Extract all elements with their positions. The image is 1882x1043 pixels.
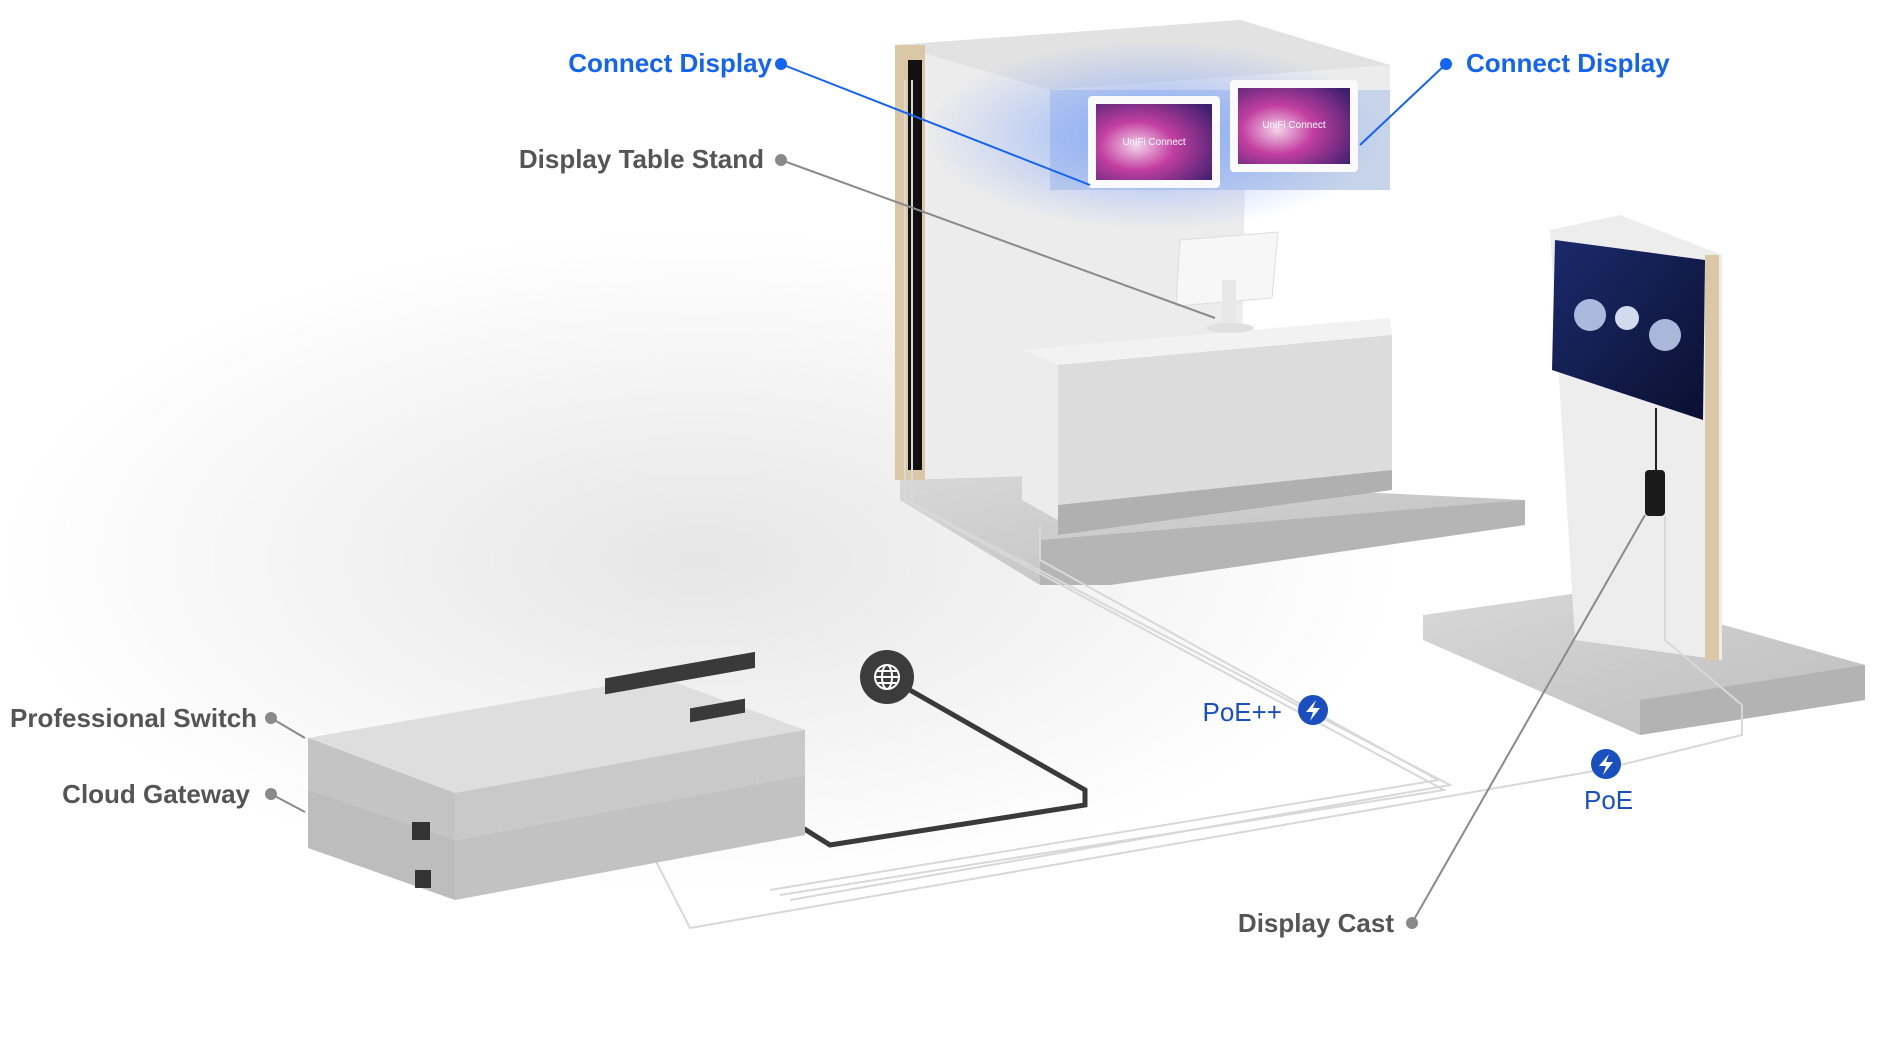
professional-switch-label: Professional Switch (10, 703, 258, 733)
professional-switch-device (455, 730, 805, 840)
display-table-stand-label: Display Table Stand (518, 144, 764, 174)
connect-display-left-label: Connect Display (568, 48, 772, 78)
display-cast-device (1645, 470, 1665, 516)
connect-display-right-label: Connect Display (1466, 48, 1670, 78)
leader-lines (270, 63, 1646, 924)
cloud-gateway-label: Cloud Gateway (62, 779, 250, 809)
connect-display-left-device: UniFi Connect (1088, 96, 1220, 188)
poe-lightning-icon (1591, 749, 1621, 779)
svg-text:UniFi Connect: UniFi Connect (1262, 120, 1326, 131)
poe-plus-plus-lightning-icon (1298, 695, 1328, 725)
cloud-gateway-device (455, 775, 805, 900)
poe-plus-plus-label: PoE++ (1202, 697, 1282, 727)
switch-stack (308, 651, 805, 900)
display-table-stand-device (1175, 231, 1279, 333)
globe-icon (860, 650, 914, 704)
connect-display-right-device: UniFi Connect (1230, 80, 1358, 172)
svg-text:UniFi Connect: UniFi Connect (1122, 137, 1186, 148)
display-cast-stand (1423, 215, 1865, 735)
leader-dots (265, 58, 1452, 929)
display-cast-label: Display Cast (1237, 908, 1394, 938)
display-booth: UniFi Connect UniFi Connect (895, 20, 1525, 585)
poe-label: PoE (1584, 785, 1634, 815)
